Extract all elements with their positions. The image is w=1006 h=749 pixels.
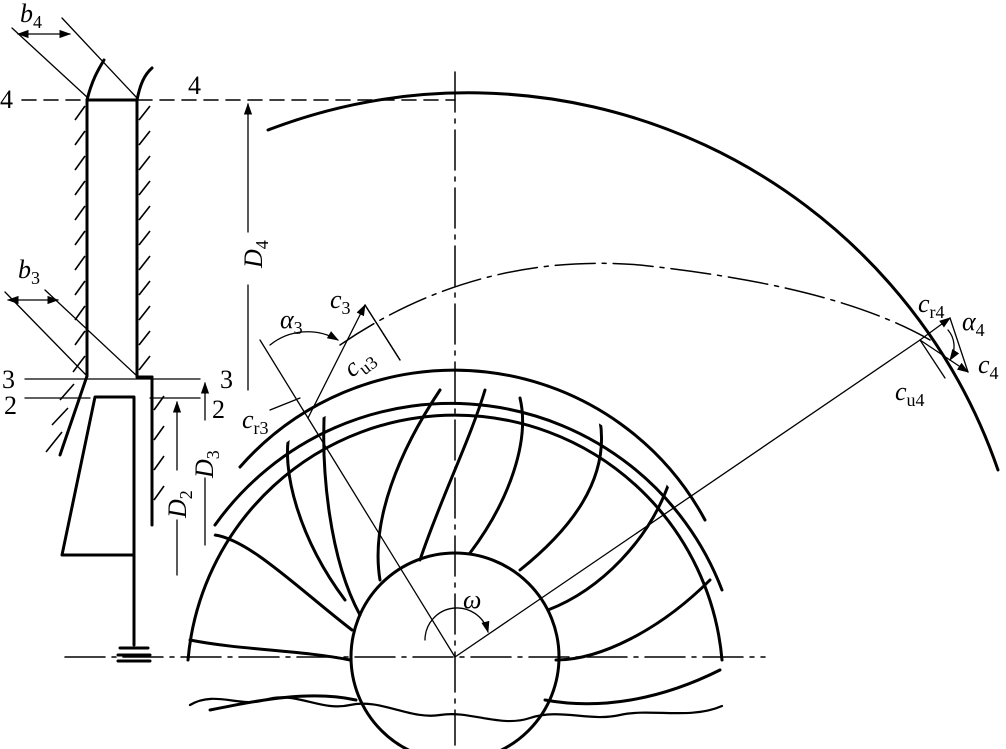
section-2-right: 2	[212, 395, 225, 424]
omega-label: ω	[463, 585, 481, 614]
break-line	[188, 696, 724, 723]
section-2-left: 2	[4, 391, 17, 420]
b4-label: b4	[20, 0, 42, 32]
shroud-arc	[213, 401, 724, 592]
hatching-left	[45, 105, 86, 453]
cr4-label: cr4	[918, 289, 945, 322]
velocity-triangle-4	[919, 317, 969, 379]
impeller-wheel	[186, 368, 724, 749]
section-view	[45, 58, 165, 663]
hub	[349, 551, 561, 749]
omega-arrow	[424, 607, 490, 641]
section-3-right: 3	[220, 365, 233, 394]
c4-label: c4	[978, 350, 999, 383]
cr3-label: cr3	[242, 405, 269, 438]
blades	[188, 388, 722, 712]
d2-label: D2	[163, 490, 196, 519]
cu3-label: cu3	[338, 342, 382, 386]
center-lines	[64, 71, 766, 746]
section-3-left: 3	[2, 365, 15, 394]
section-4-right: 4	[188, 71, 201, 100]
d4-label: D4	[239, 240, 272, 269]
c3-label: c3	[330, 285, 351, 318]
section-4-left: 4	[0, 85, 13, 114]
b3-label: b3	[18, 255, 40, 288]
d3-label: D3	[190, 450, 223, 479]
hatching-right	[138, 105, 165, 501]
mid-arc	[339, 262, 931, 346]
velocity-triangle-3	[259, 303, 401, 419]
section-lines	[21, 99, 456, 399]
b4-dimension	[11, 17, 138, 99]
b3-dimension	[4, 289, 138, 377]
outer-arc-d4	[266, 91, 1000, 472]
cu4-label: cu4	[895, 377, 925, 410]
alpha3-label: α3	[280, 305, 303, 338]
alpha4-label: α4	[962, 307, 985, 340]
radius-lines	[307, 339, 921, 658]
